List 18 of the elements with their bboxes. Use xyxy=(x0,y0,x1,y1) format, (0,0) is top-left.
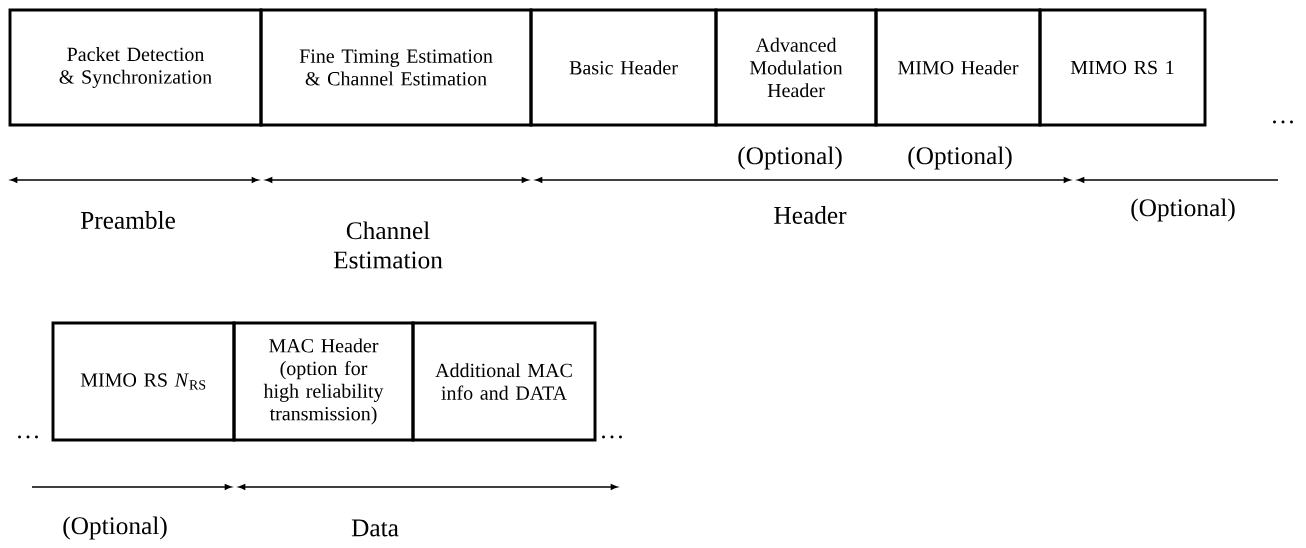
field-box: MAC Header (option for high reliability transmission) xyxy=(232,321,415,442)
field-box: Basic Header xyxy=(529,8,718,127)
optional-note: (Optional) xyxy=(908,146,1012,170)
optional-note: (Optional) xyxy=(738,146,842,170)
field-box: Fine Timing Estimation & Channel Estimation xyxy=(259,8,533,127)
optional-note: (Optional) xyxy=(1131,198,1235,222)
field-box: Advanced Modulation Header xyxy=(714,8,878,127)
field-box: Packet Detection & Synchronization xyxy=(8,8,263,127)
span-label: Header xyxy=(774,206,847,224)
field-box: MIMO RS 1 xyxy=(1038,8,1207,127)
span-label: Channel Estimation xyxy=(333,221,443,269)
span-label: Data xyxy=(351,519,399,537)
optional-note: (Optional) xyxy=(63,516,167,540)
field-box: Additional MAC info and DATA xyxy=(411,321,597,442)
ellipsis: … xyxy=(1273,120,1293,124)
field-box: MIMO RS N$_{RS}$ xyxy=(51,321,236,442)
span-label: Preamble xyxy=(80,211,175,229)
field-box: MIMO Header xyxy=(874,8,1042,127)
